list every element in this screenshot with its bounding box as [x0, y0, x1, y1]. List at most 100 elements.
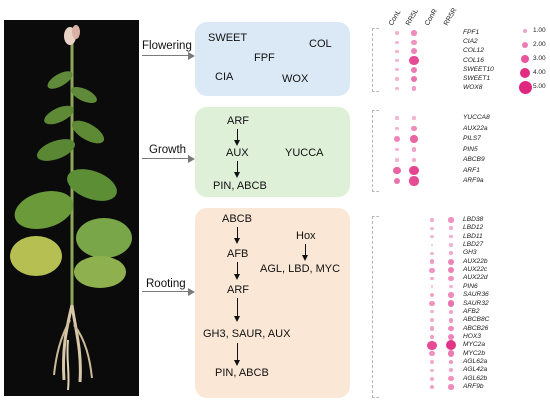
flowering-bubble — [395, 49, 399, 54]
rooting-gene-label: AGL62b — [463, 374, 488, 382]
growth-gene-label: PIN5 — [463, 145, 478, 153]
flowering-bubble — [395, 68, 399, 72]
rooting-bubble — [429, 293, 435, 298]
legend-bubble — [520, 54, 530, 64]
rooting-arrow-2 — [237, 262, 239, 275]
flowering-gene-label: SWEET10 — [463, 65, 494, 73]
growth-bubble — [394, 136, 400, 142]
flowering-gene-label: COL16 — [463, 56, 484, 64]
flowering-bubble — [395, 86, 399, 90]
legend-bubble — [521, 41, 529, 49]
rooting-term-hox: Hox — [296, 230, 316, 242]
flowering-bubble — [395, 59, 399, 63]
flowering-bubble — [411, 85, 417, 91]
rooting-bubble — [449, 234, 453, 239]
rooting-arrow-head-2 — [234, 274, 240, 280]
rooting-panel — [195, 208, 350, 398]
growth-bubble — [409, 176, 419, 186]
growth-bubble — [409, 165, 419, 176]
flowering-bubble — [395, 77, 399, 81]
bracket-rooting — [372, 216, 379, 398]
rooting-gene-label: AGL62a — [463, 357, 488, 365]
rooting-gene-label: MYC2b — [463, 349, 485, 357]
flowering-gene-label: SWEET1 — [463, 75, 491, 82]
rooting-arrow-hox — [305, 244, 307, 256]
growth-bubble — [393, 166, 401, 175]
rooting-term-abcb: ABCB — [222, 213, 252, 225]
legend-label: 3.00 — [533, 55, 546, 62]
plant-photo — [4, 20, 139, 396]
rooting-bubble — [447, 300, 455, 307]
flowering-term-sweet: SWEET — [208, 32, 248, 44]
flowering-panel — [195, 22, 350, 96]
rooting-gene-label: HOX3 — [463, 332, 481, 340]
growth-arrow-head-1 — [234, 140, 240, 146]
rooting-gene-label: LBD12 — [463, 224, 484, 232]
rooting-term-pin-abcb: PIN, ABCB — [215, 367, 269, 379]
flowering-bubble — [410, 75, 418, 83]
rooting-gene-label: AUX22c — [463, 266, 488, 274]
growth-bubble — [395, 158, 399, 162]
rooting-term-afb: AFB — [227, 248, 249, 260]
rooting-bubble — [430, 243, 434, 247]
rooting-bubble — [447, 267, 455, 274]
legend-label: 1.00 — [533, 27, 546, 34]
rooting-bubble — [429, 300, 435, 307]
rooting-bubble — [448, 368, 454, 373]
rooting-gene-label: PIN6 — [463, 282, 478, 290]
growth-gene-label: ARF1 — [463, 166, 480, 174]
flowering-bubble — [411, 48, 417, 55]
legend-label: 5.00 — [533, 83, 546, 90]
flowering-gene-label: CIA2 — [463, 38, 478, 46]
rooting-bubble — [448, 292, 454, 298]
section-label-rooting: Rooting — [146, 278, 186, 290]
rooting-bubble — [429, 326, 435, 331]
rooting-bubble — [430, 310, 434, 314]
rooting-bubble — [429, 267, 435, 273]
rooting-bubble — [430, 226, 434, 230]
rooting-bubble — [448, 275, 454, 281]
bracket-growth — [372, 110, 379, 192]
rooting-gene-label: LBD11 — [463, 232, 483, 240]
rooting-bubble — [429, 384, 435, 390]
growth-arrow-2 — [237, 161, 239, 173]
rooting-arrow-head-hox — [302, 255, 308, 261]
growth-gene-label: YUCCA8 — [463, 114, 490, 121]
rooting-bubble — [430, 276, 434, 281]
legend-label: 4.00 — [533, 69, 546, 76]
section-label-flowering: Flowering — [142, 40, 192, 52]
rooting-bubble — [448, 333, 454, 340]
arrow-growth — [142, 158, 188, 160]
flowering-term-wox: WOX — [282, 73, 309, 85]
rooting-bubble — [429, 351, 435, 357]
rooting-bubble — [430, 285, 434, 289]
rooting-arrow-head-3 — [234, 316, 240, 322]
rooting-term-arf: ARF — [227, 284, 249, 296]
rooting-bubble — [430, 376, 434, 381]
growth-arrow-head-2 — [234, 172, 240, 178]
growth-gene-label: ABCB9 — [463, 156, 485, 163]
growth-bubble — [395, 126, 399, 131]
rooting-bubble — [429, 334, 435, 340]
arrow-flowering — [142, 55, 188, 57]
rooting-gene-label: AUX22b — [463, 257, 488, 265]
rooting-bubble — [448, 217, 454, 223]
arrow-head-growth — [188, 154, 195, 163]
flowering-bubble — [410, 66, 418, 73]
growth-gene-label: AUX22a — [463, 124, 488, 132]
growth-term-pin-abcb: PIN, ABCB — [213, 180, 267, 192]
rooting-arrow-4 — [237, 343, 239, 361]
flowering-bubble — [395, 31, 399, 35]
flowering-bubble — [395, 40, 399, 44]
growth-term-aux: AUX — [226, 147, 249, 159]
rooting-bubble — [430, 318, 434, 323]
flowering-gene-label: WOX8 — [463, 84, 483, 92]
flowering-term-cia: CIA — [215, 71, 234, 83]
flowering-bubble — [411, 30, 417, 36]
section-label-growth: Growth — [149, 144, 187, 156]
rooting-gene-label: AUX22d — [463, 274, 488, 282]
growth-bubble — [395, 116, 399, 120]
rooting-bubble — [447, 350, 455, 357]
rooting-bubble — [448, 359, 454, 365]
rooting-term-gh3-saur-aux: GH3, SAUR, AUX — [203, 328, 291, 340]
